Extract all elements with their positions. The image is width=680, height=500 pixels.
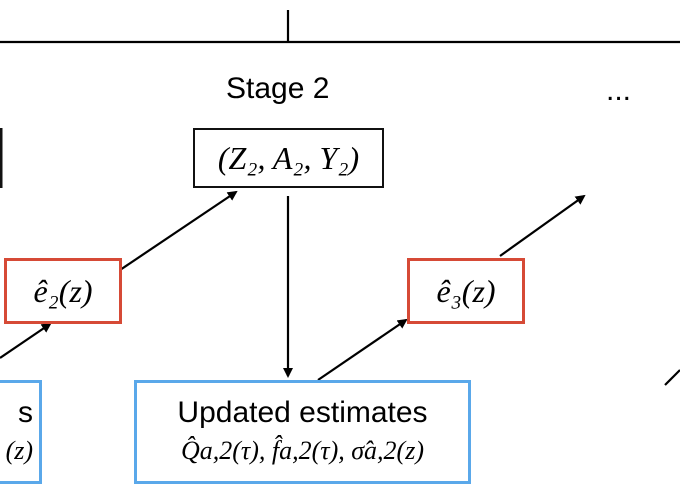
propensity-stage2-box: ê₂(z) (4, 258, 122, 324)
updated-estimates-box: Updated estimates Q̂a,2(τ), f̂a,2(τ), σ̂… (134, 380, 471, 484)
arrow-left-to-e2 (0, 322, 52, 359)
left-partial-line1: s (18, 396, 33, 429)
updated-estimates-heading: Updated estimates (177, 396, 428, 429)
propensity-stage2-label: ê₂(z) (33, 272, 93, 309)
arrow-updated-to-e3 (317, 318, 408, 381)
stage-title: Stage 2 (226, 72, 330, 105)
observed-data-label: (Z₂, A₂, Y₂) (217, 139, 360, 176)
observed-data-box: (Z₂, A₂, Y₂) (193, 128, 384, 188)
updated-estimates-formula: Q̂a,2(τ), f̂a,2(τ), σ̂a,2(z) (180, 436, 424, 465)
left-partial-line2: (z) (5, 436, 33, 465)
left-partial-estimates-box: s (z) (0, 380, 42, 484)
arrow-e2-to-observed (119, 190, 238, 271)
ellipsis: ... (606, 74, 632, 107)
propensity-stage3-label: ê₃(z) (436, 272, 496, 309)
arrow-e3-to-next (499, 194, 586, 257)
propensity-stage3-box: ê₃(z) (407, 258, 525, 324)
partial-line-right (664, 369, 680, 386)
